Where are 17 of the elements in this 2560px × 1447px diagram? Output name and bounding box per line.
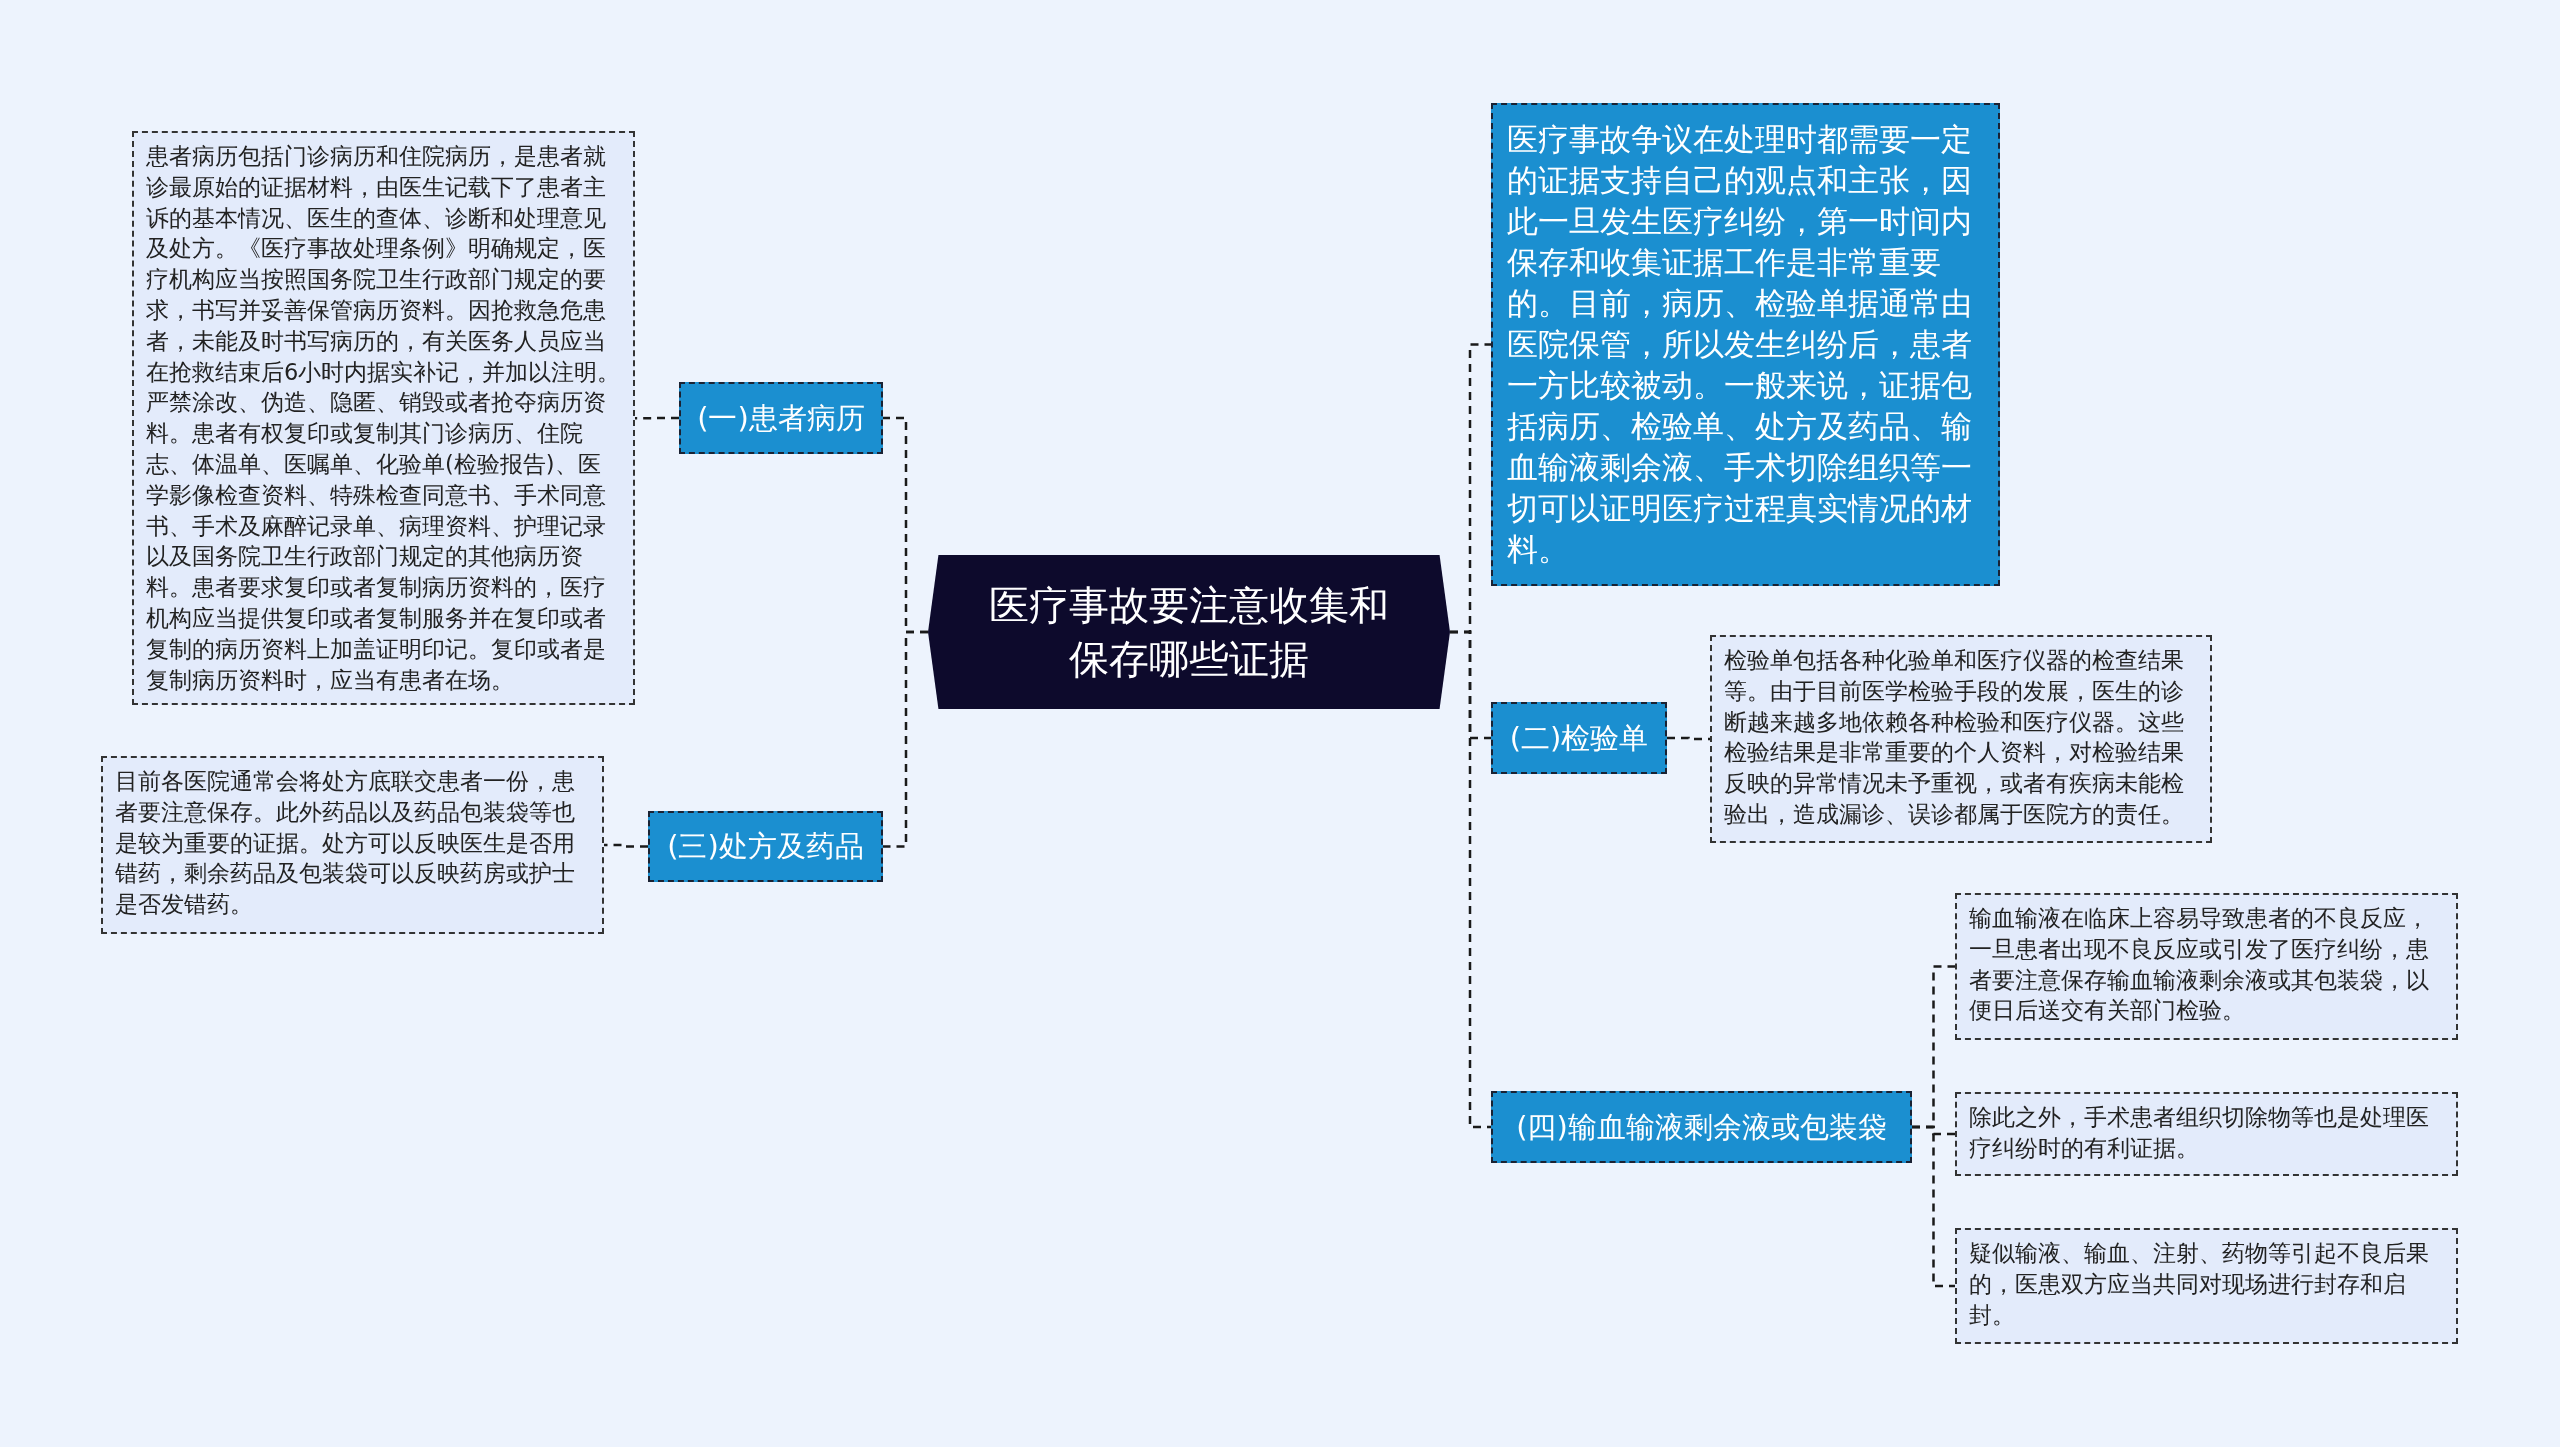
connector-line: [604, 843, 648, 848]
connector-line: [1667, 736, 1710, 741]
note-box: 输血输液在临床上容易导致患者的不良反应，一旦患者出现不良反应或引发了医疗纠纷，患者要注意保存输血输液剩余液或其包装袋，以便日后送交有关部门检验。: [1955, 893, 2458, 1040]
connector-line: [1450, 630, 1491, 1129]
note-box: 疑似输液、输血、注射、药物等引起不良后果的，医患双方应当共同对现场进行封存和启封。: [1955, 1228, 2458, 1344]
topic-box: (二)检验单: [1491, 702, 1667, 774]
note-box: 目前各医院通常会将处方底联交患者一份，患者要注意保存。此外药品以及药品包装袋等也是较为重要的证据。处方可以反映医生是否用错药，剩余药品及包装袋可以反映药房或护士是否发错药。: [101, 756, 604, 934]
note-box: 检验单包括各种化验单和医疗仪器的检查结果等。由于目前医学检验手段的发展，医生的诊断越来越多地依赖各种检验和医疗仪器。这些检验结果是非常重要的个人资料，对检验结果反映的异常情况未予重视，或者有疾病未能检验出，造成漏诊、误诊都属于医院方的责任。: [1710, 635, 2212, 843]
topic-box: (一)患者病历: [679, 382, 883, 454]
connector-line: [883, 630, 928, 848]
topic-box: (三)处方及药品: [648, 811, 883, 882]
note-box: 患者病历包括门诊病历和住院病历，是患者就诊最原始的证据材料，由医生记载下了患者主诉的基本情况、医生的查体、诊断和处理意见及处方。《医疗事故处理条例》明确规定，医疗机构应当按照国务院卫生行政部门规定的要求，书写并妥善保管病历资料。因抢救急危患者，未能及时书写病历的，有关医务人员应当在抢救结束后6小时内据实补记，并加以注明。严禁涂改、伪造、隐匿、销毁或者抢夺病历资料。患者有权复印或复制其门诊病历、住院志、体温单、医嘱单、化验单(检验报告)、医学影像检查资料、特殊检查同意书、手术同意书、手术及麻醉记录单、病理资料、护理记录以及国务院卫生行政部门规定的其他病历资料。患者要求复印或者复制病历资料的，医疗机构应当提供复印或者复制服务并在复印或者复制的病历资料上加盖证明印记。复印或者是复制病历资料时，应当有患者在场。: [132, 131, 635, 706]
connector-line: [1912, 1125, 1955, 1288]
topic-box: (四)输血输液剩余液或包装袋: [1491, 1091, 1912, 1163]
connector-line: [635, 416, 679, 420]
note-box: 除此之外，手术患者组织切除物等也是处理医疗纠纷时的有利证据。: [1955, 1092, 2458, 1176]
topic-box: 医疗事故争议在处理时都需要一定的证据支持自己的观点和主张，因此一旦发生医疗纠纷，第一时间内保存和收集证据工作是非常重要的。目前，病历、检验单据通常由医院保管，所以发生纠纷后，患者一方比较被动。一般来说，证据包括病历、检验单、处方及药品、输血输液剩余液、手术切除组织等一切可以证明医疗过程真实情况的材料。: [1491, 103, 2000, 586]
